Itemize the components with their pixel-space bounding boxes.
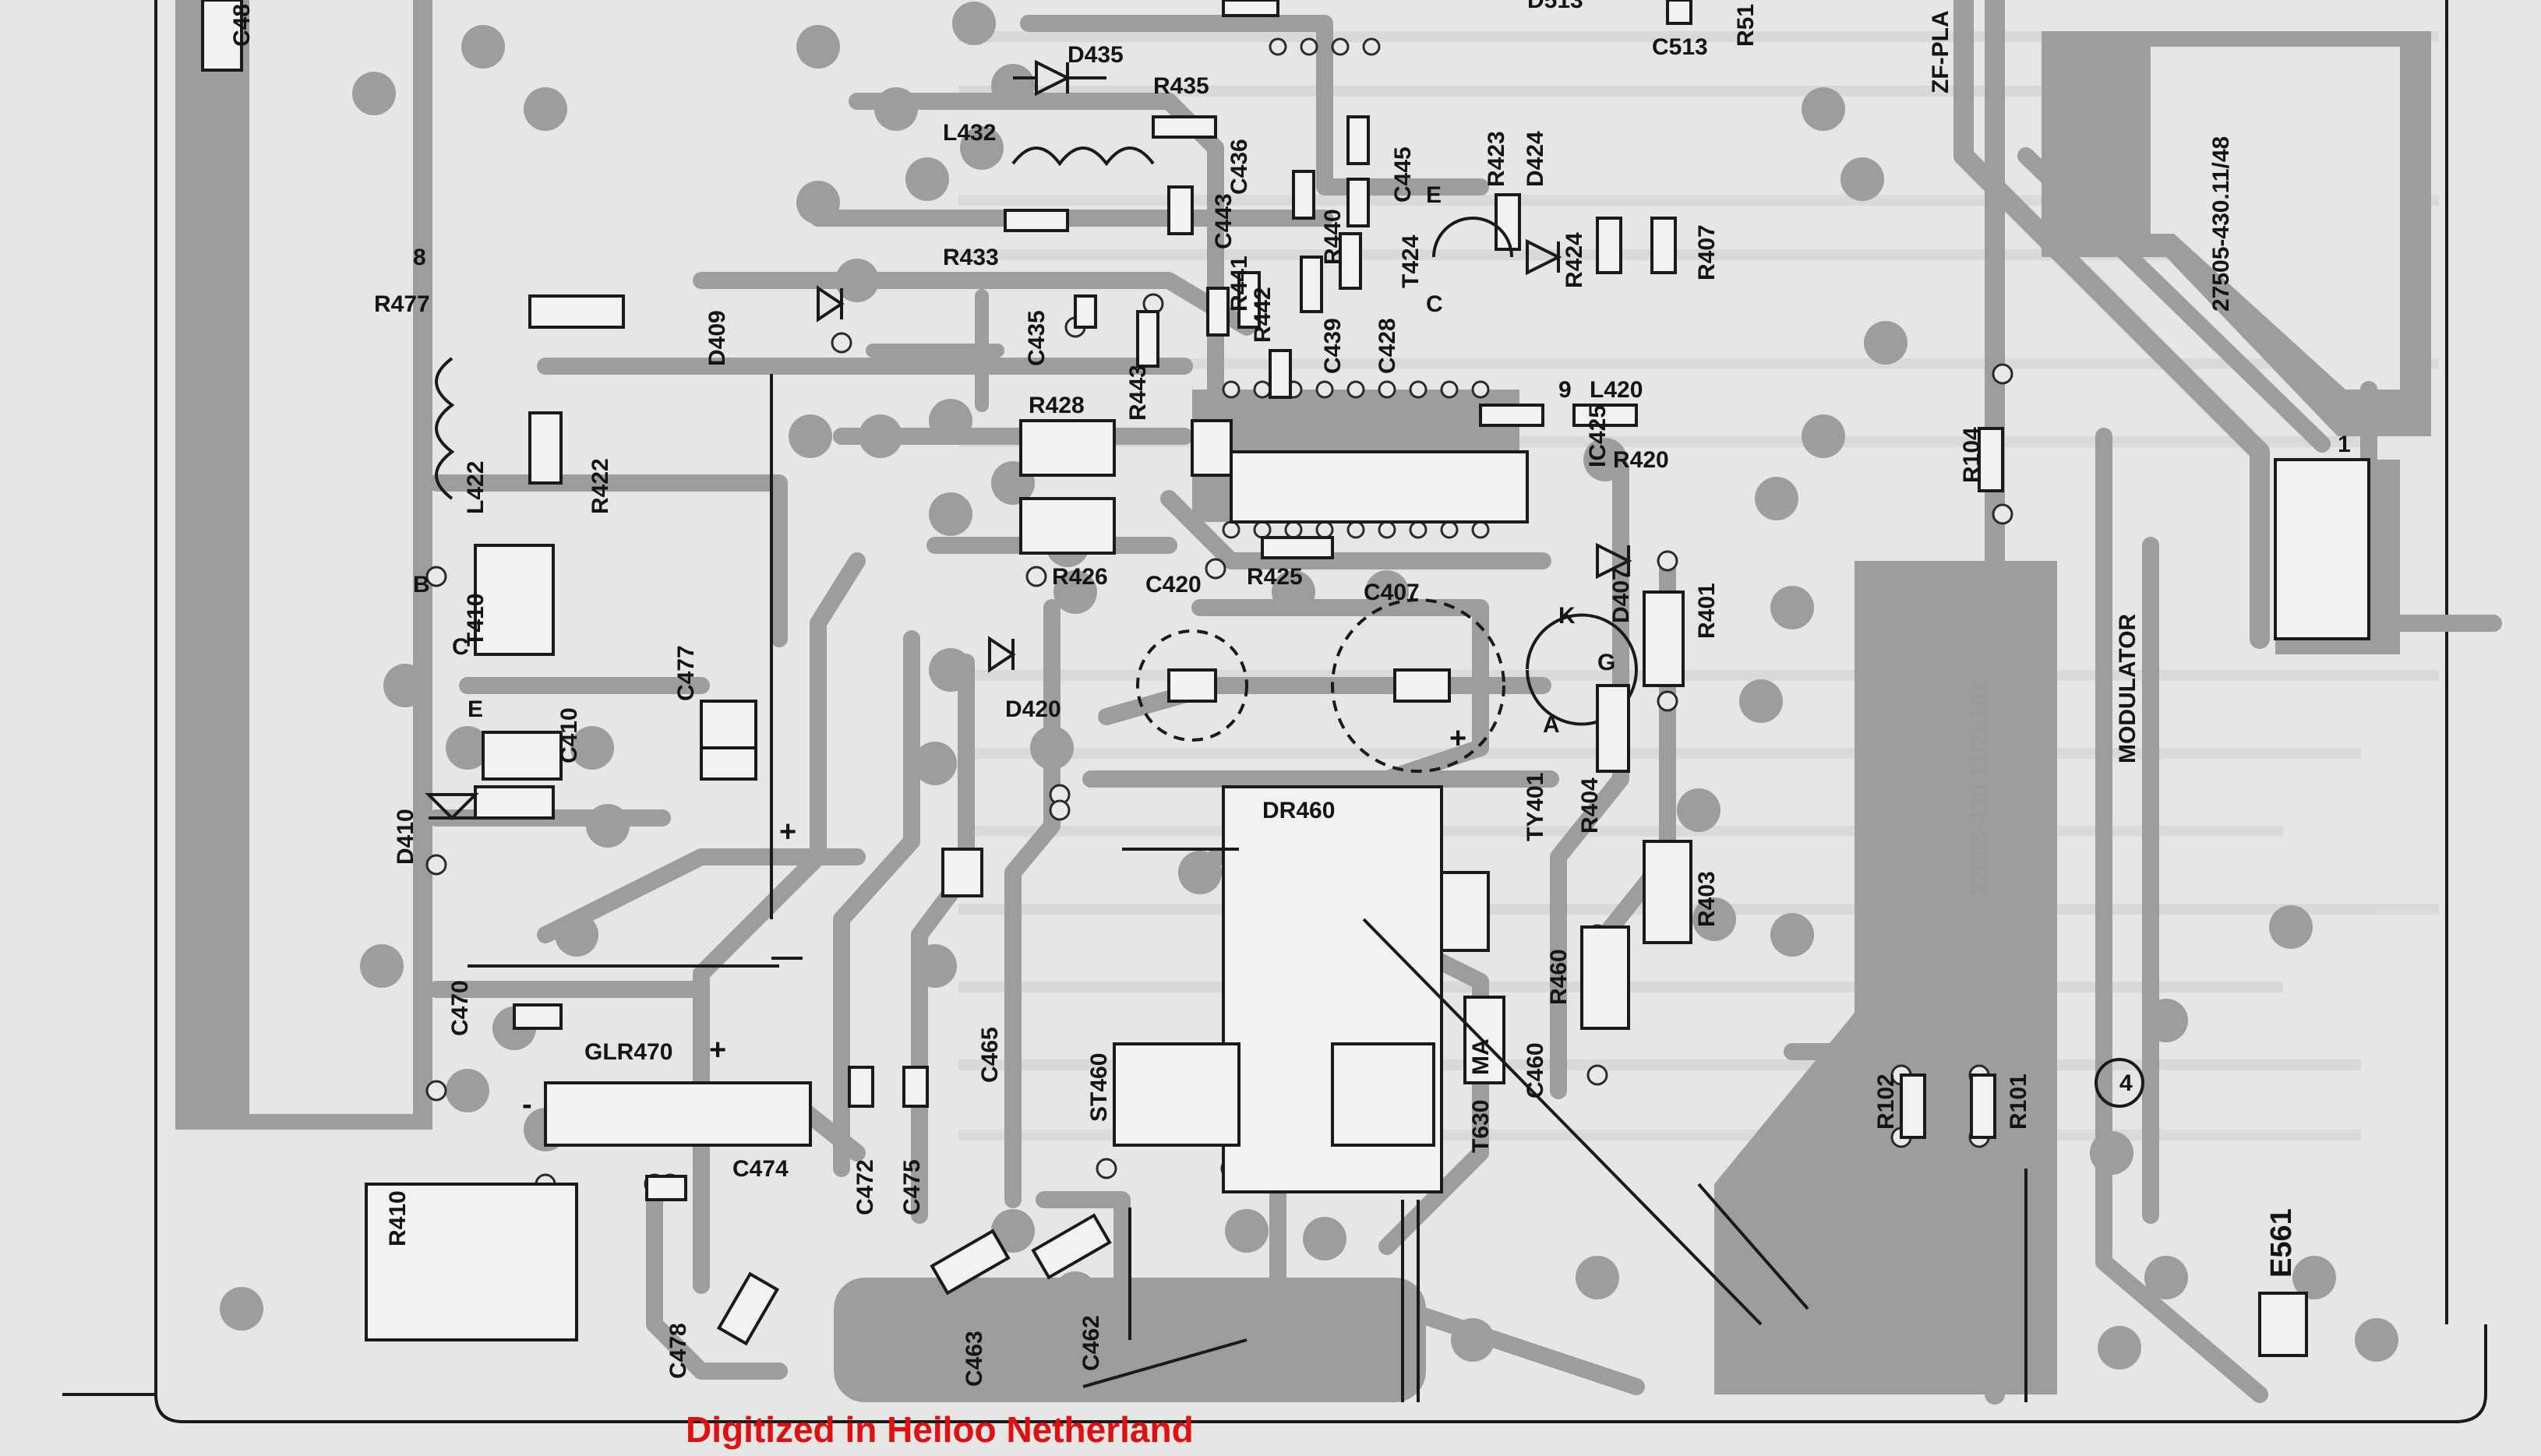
label-r104: R104 [1959, 427, 1985, 483]
label-r428: R428 [1029, 393, 1085, 418]
label-zf-pla: ZF-PLA [1928, 10, 1953, 93]
label-st460: ST460 [1086, 1053, 1112, 1122]
label-modulator: MODULATOR [2115, 613, 2140, 763]
label-r425: R425 [1247, 564, 1303, 590]
label-r440: R440 [1320, 209, 1346, 265]
label-c460: C460 [1523, 1042, 1548, 1098]
label-pin-a: A [1543, 712, 1560, 738]
marker-circle [2095, 1058, 2144, 1108]
label-dr460: DR460 [1262, 798, 1335, 823]
label-l422: L422 [463, 461, 489, 514]
label-d410: D410 [393, 809, 418, 865]
label-c474: C474 [732, 1156, 789, 1182]
label-c477: C477 [673, 645, 699, 701]
label-c475: C475 [899, 1159, 925, 1215]
label-c470: C470 [447, 980, 473, 1036]
board-outline [62, 0, 2487, 1423]
label-c48: C48 [229, 4, 255, 47]
label-plus-3: + [1449, 722, 1466, 755]
label-num-4: 4 [2119, 1070, 2133, 1096]
label-r433: R433 [943, 245, 999, 270]
label-t424: T424 [1398, 234, 1424, 288]
component-labels: C48 D435 R435 L432 R433 C436 C443 C445 R… [229, 0, 2351, 1387]
label-c462: C462 [1078, 1315, 1104, 1371]
label-d420: D420 [1005, 696, 1061, 722]
label-d407: D407 [1608, 567, 1634, 623]
label-t630: T630 [1468, 1100, 1494, 1153]
label-r442: R442 [1250, 287, 1276, 343]
label-ic425: IC425 [1585, 405, 1611, 467]
label-ma: MA [1468, 1038, 1494, 1075]
label-e561: E561 [2265, 1208, 2298, 1278]
label-r423: R423 [1484, 131, 1509, 187]
label-pin-k: K [1558, 603, 1576, 629]
label-pin-c2: C [1426, 291, 1443, 317]
label-c472: C472 [852, 1159, 878, 1215]
label-r403: R403 [1694, 871, 1720, 927]
label-r460: R460 [1546, 949, 1572, 1005]
label-c513: C513 [1652, 34, 1708, 60]
label-d424: D424 [1523, 131, 1548, 187]
label-r422: R422 [588, 458, 613, 514]
label-pcb-number: 27505-430.11/48 [2208, 136, 2234, 312]
label-c436: C436 [1226, 139, 1252, 195]
c48-body [201, 0, 243, 72]
label-r426: R426 [1052, 564, 1108, 590]
label-pin-e: E [468, 696, 483, 722]
label-pin-9: 9 [1558, 377, 1572, 403]
label-r101: R101 [2006, 1073, 2031, 1130]
via-holes [425, 37, 2013, 1195]
label-r51: R51 [1733, 4, 1759, 47]
label-r410: R410 [385, 1190, 411, 1246]
label-c465: C465 [977, 1027, 1003, 1083]
r426-body [1019, 497, 1116, 555]
digitized-caption: Digitized in Heiloo Netherland [686, 1409, 1194, 1450]
label-c435: C435 [1024, 310, 1050, 366]
label-r477: R477 [374, 291, 430, 317]
label-c428: C428 [1375, 318, 1400, 374]
label-c443: C443 [1211, 193, 1237, 249]
label-d513: D513 [1527, 0, 1583, 13]
label-pcb-number-2: 27505-430 11/2L101 [1967, 680, 1992, 896]
label-r424: R424 [1562, 232, 1587, 288]
label-minus-1: - [522, 1088, 532, 1121]
label-d435: D435 [1068, 42, 1124, 68]
label-l432: L432 [943, 120, 996, 146]
label-r441: R441 [1226, 256, 1252, 312]
label-glr470: GLR470 [584, 1039, 672, 1065]
label-c478: C478 [665, 1323, 691, 1379]
label-c439: C439 [1320, 318, 1346, 374]
label-r420: R420 [1613, 447, 1669, 473]
label-d409: D409 [704, 310, 730, 366]
label-pin-1: 1 [2338, 432, 2351, 457]
label-pin-c: C [452, 634, 469, 660]
label-pin-g: G [1597, 650, 1615, 675]
label-pin-e2: E [1426, 182, 1442, 208]
label-r435: R435 [1153, 73, 1209, 99]
label-ty401: TY401 [1523, 773, 1548, 841]
label-r404: R404 [1577, 777, 1603, 834]
label-pin-b: B [413, 572, 430, 598]
label-l420: L420 [1590, 377, 1643, 403]
label-pin-8: 8 [413, 245, 426, 270]
label-c445: C445 [1390, 146, 1416, 203]
label-c420: C420 [1145, 572, 1202, 598]
r428-body [1019, 419, 1116, 477]
label-t410: T410 [463, 594, 489, 647]
label-r407: R407 [1694, 224, 1720, 280]
label-plus-2: + [709, 1034, 726, 1066]
label-r443: R443 [1125, 365, 1151, 421]
label-r401: R401 [1694, 583, 1720, 639]
components [201, 0, 2370, 1402]
label-r102: R102 [1873, 1073, 1899, 1130]
label-c463: C463 [962, 1331, 987, 1387]
label-c410: C410 [556, 707, 582, 763]
label-plus-1: + [779, 816, 796, 848]
label-c407: C407 [1364, 580, 1420, 605]
